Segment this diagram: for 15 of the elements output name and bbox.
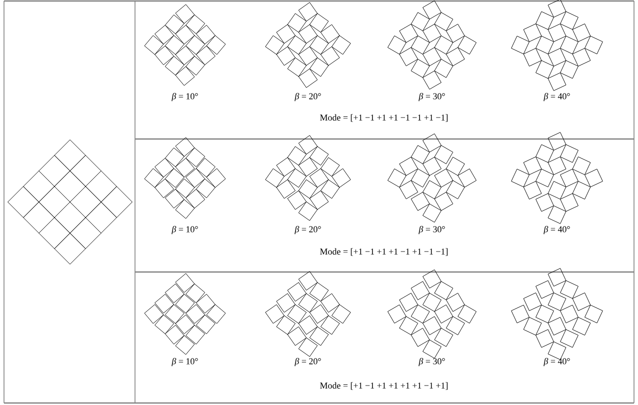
angle-label: β = 30° — [418, 358, 445, 366]
mode-label: Mode = [+1 −1 +1 +1 −1 −1 +1 −1] — [320, 114, 448, 122]
angle-label: β = 20° — [294, 358, 321, 366]
angle-label: β = 30° — [418, 226, 445, 234]
angle-label: β = 10° — [172, 226, 198, 234]
angle-label: β = 20° — [294, 92, 321, 102]
angle-label: β = 40° — [544, 358, 570, 366]
angle-label: β = 40° — [544, 92, 570, 102]
angle-label: β = 20° — [294, 226, 321, 234]
angle-label: β = 30° — [418, 92, 445, 102]
angle-label: β = 40° — [544, 226, 570, 234]
angle-label: β = 10° — [172, 358, 198, 366]
mode-label: Mode = [+1 −1 +1 +1 +1 +1 −1 +1] — [320, 382, 448, 390]
mode-label: Mode = [+1 −1 +1 +1 −1 +1 −1 −1] — [320, 248, 448, 256]
angle-label: β = 10° — [172, 92, 198, 102]
